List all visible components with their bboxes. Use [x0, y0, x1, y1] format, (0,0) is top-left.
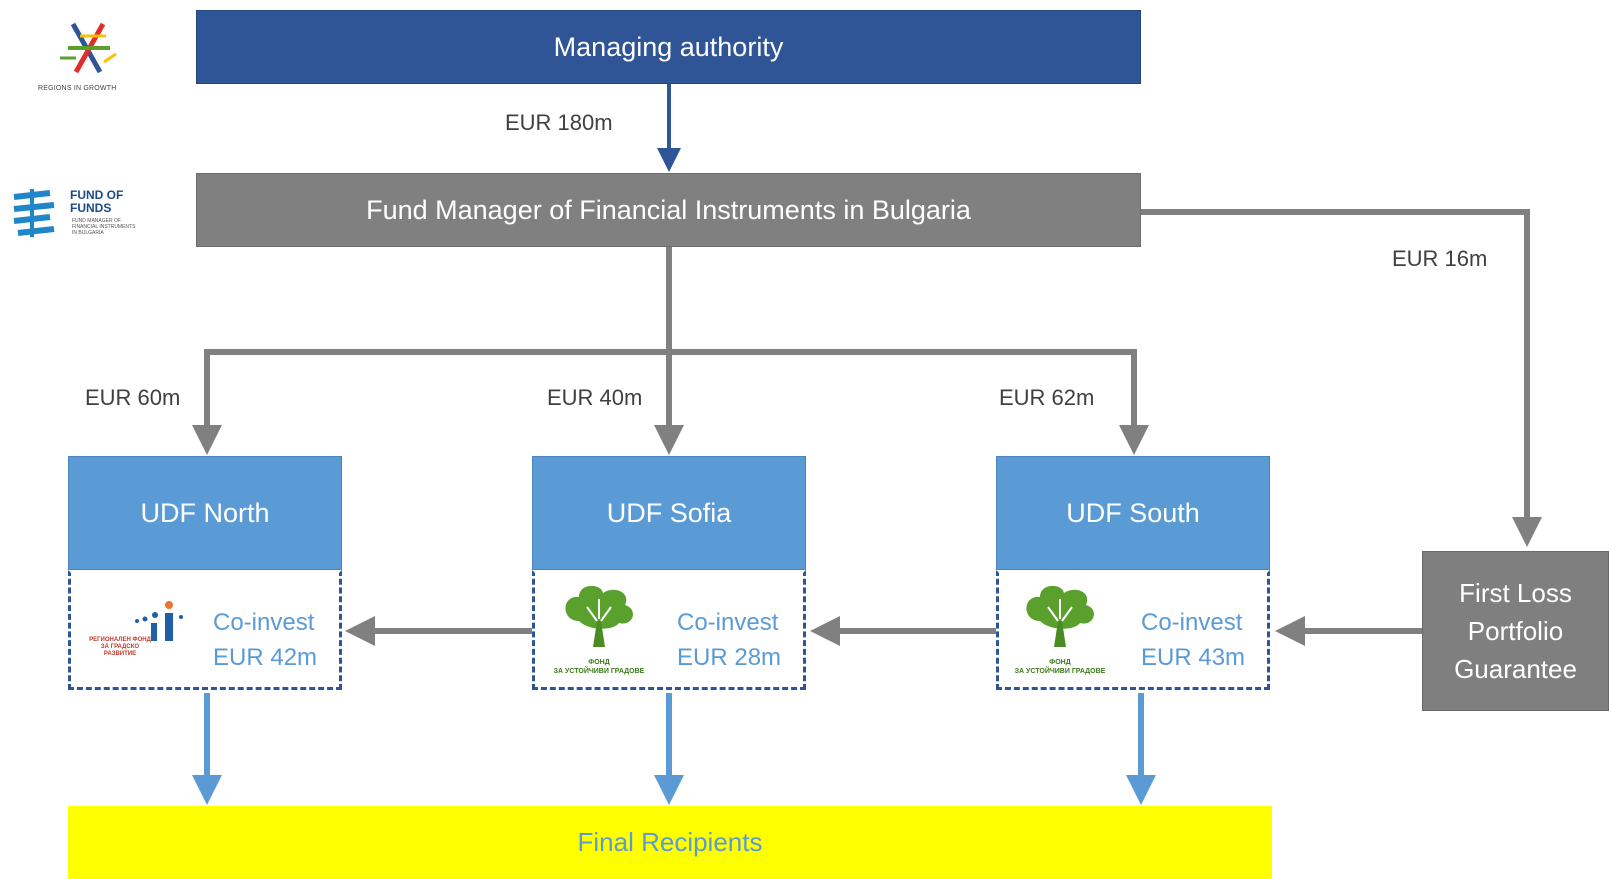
udf-sofia-coinvest-amount: EUR 28m	[677, 644, 782, 671]
fund-manager-box: Fund Manager of Financial Instruments in…	[196, 173, 1141, 247]
flpg-line-2: Portfolio	[1467, 616, 1564, 646]
udf-north-box: UDF North	[68, 456, 342, 570]
final-recipients-box: Final Recipients	[68, 806, 1272, 879]
fund-of-funds-icon	[13, 189, 55, 237]
south-fund-text-2: ЗА УСТОЙЧИВИ ГРАДОВЕ	[1014, 668, 1106, 675]
south-fund-text-1: ФОНД	[1049, 659, 1071, 666]
first-loss-guarantee-box: First Loss Portfolio Guarantee	[1422, 551, 1609, 711]
sofia-fund-text-1: ФОНД	[588, 659, 610, 666]
udf-south-box: UDF South	[996, 456, 1270, 570]
tree-icon	[1026, 585, 1094, 647]
regional-urban-fund-icon	[135, 601, 183, 641]
fund-of-funds-logo: FUND OF FUNDS FUND MANAGER OF FINANCIAL …	[10, 185, 170, 245]
flpg-line-3: Guarantee	[1454, 654, 1577, 684]
regions-in-growth-icon	[60, 22, 117, 74]
regions-in-growth-logo: REGIONS IN GROWTH	[38, 18, 138, 96]
sustainable-cities-fund-logo: ФОНД ЗА УСТОЙЧИВИ ГРАДОВЕ	[549, 581, 649, 681]
regional-urban-fund-logo: РЕГИОНАЛЕН ФОНД ЗА ГРАДСКО РАЗВИТИЕ	[85, 599, 185, 663]
regional-urban-fund-text: РЕГИОНАЛЕН ФОНД ЗА ГРАДСКО РАЗВИТИЕ	[89, 637, 151, 657]
flpg-line-1: First Loss	[1459, 578, 1572, 608]
fof-sub-2: FINANCIAL INSTRUMENTS	[72, 224, 136, 230]
label-fm-to-north: EUR 60m	[85, 385, 181, 410]
fof-sub-1: FUND MANAGER OF	[72, 218, 121, 224]
arrow-fm-to-flpg	[1141, 209, 1542, 547]
udf-north-coinvest: РЕГИОНАЛЕН ФОНД ЗА ГРАДСКО РАЗВИТИЕ Co-i…	[68, 570, 342, 690]
udf-north-coinvest-label: Co-invest	[213, 609, 315, 636]
udf-sofia-box: UDF Sofia	[532, 456, 806, 570]
udf-north-coinvest-amount: EUR 42m	[213, 644, 318, 671]
fof-sub-3: IN BULGARIA	[72, 230, 104, 236]
label-fm-to-south: EUR 62m	[999, 385, 1095, 410]
label-fm-to-flpg: EUR 16m	[1392, 246, 1488, 271]
udf-south-coinvest-label: Co-invest	[1141, 609, 1243, 636]
regions-in-growth-text: REGIONS IN GROWTH	[38, 85, 117, 92]
udf-sofia-coinvest: ФОНД ЗА УСТОЙЧИВИ ГРАДОВЕ Co-invest EUR …	[532, 570, 806, 690]
managing-authority-box: Managing authority	[196, 10, 1141, 84]
tree-icon	[565, 585, 633, 647]
sofia-fund-text-2: ЗА УСТОЙЧИВИ ГРАДОВЕ	[553, 668, 645, 675]
udf-south-coinvest: ФОНД ЗА УСТОЙЧИВИ ГРАДОВЕ Co-invest EUR …	[996, 570, 1270, 690]
fof-title-1: FUND OF	[70, 188, 124, 202]
sustainable-cities-fund-logo-south: ФОНД ЗА УСТОЙЧИВИ ГРАДОВЕ	[1005, 581, 1115, 681]
udf-south-coinvest-amount: EUR 43m	[1141, 644, 1246, 671]
udf-sofia-coinvest-label: Co-invest	[677, 609, 779, 636]
fof-title-2: FUNDS	[70, 201, 112, 215]
label-ma-to-fm: EUR 180m	[505, 110, 613, 135]
label-fm-to-sofia: EUR 40m	[547, 385, 643, 410]
